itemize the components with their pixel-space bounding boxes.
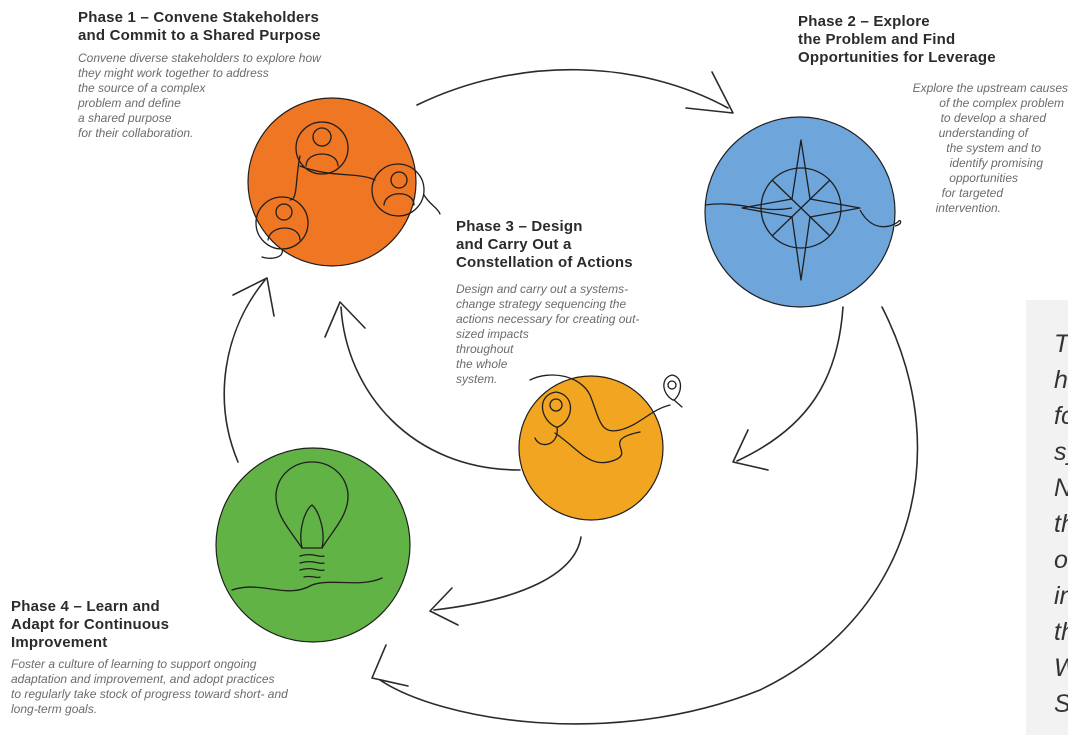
- phase3-desc-line: throughout: [456, 342, 514, 356]
- phase3-title-line: Phase 3 – Design: [456, 218, 583, 235]
- phase3-desc-line: system.: [456, 372, 498, 386]
- phase4-desc-line: adaptation and improvement, and adopt pr…: [11, 672, 275, 686]
- phase3-desc-line: the whole: [456, 357, 508, 371]
- arrow-phase3-to-phase4: [433, 536, 582, 611]
- phase3-desc-line: Design and carry out a systems-: [456, 282, 629, 296]
- phase4-title-line: Phase 4 – Learn and: [11, 598, 160, 615]
- phase2-desc-line: the system and to: [946, 141, 1041, 155]
- side-panel-line: fc: [1054, 402, 1068, 430]
- phase1-desc-line: Convene diverse stakeholders to explore …: [78, 51, 321, 65]
- side-panel-line: T: [1054, 330, 1068, 358]
- arrow-phase1-to-phase2: [416, 68, 729, 109]
- phase3-desc-line: change strategy sequencing the: [456, 297, 627, 311]
- phase1-title-line: Phase 1 – Convene Stakeholders: [78, 9, 320, 26]
- phase2-title-line: Phase 2 – Explore: [798, 13, 930, 30]
- phase4-title: Phase 4 – Learn and Adapt for Continuous…: [11, 598, 169, 652]
- phase2-title: Phase 2 – Explore the Problem and Find O…: [798, 13, 996, 67]
- phase4-desc-line: to regularly take stock of progress towa…: [11, 687, 288, 701]
- arrowhead-phase1-to-phase2: [685, 71, 734, 114]
- phase2-desc-line: of the complex problem: [939, 96, 1064, 110]
- phase4-desc-line: long-term goals.: [11, 702, 98, 716]
- arrowhead-phase3-to-phase4: [429, 587, 459, 626]
- phase1-desc-line: problem and define: [78, 96, 181, 110]
- phase1-title: Phase 1 – Convene Stakeholders and Commi…: [78, 9, 321, 45]
- phase3-title-line: Constellation of Actions: [456, 254, 633, 271]
- phase2-desc-line: Explore the upstream causes: [912, 81, 1068, 95]
- phase4-title-line: Adapt for Continuous: [11, 616, 170, 633]
- phase3-description: Design and carry out a systems- change s…: [456, 282, 639, 387]
- side-panel-line: th: [1054, 618, 1068, 646]
- arrow-phase4-to-phase1: [223, 279, 266, 463]
- phase3-desc-line: sized impacts: [456, 327, 529, 341]
- people-network-icon: [255, 121, 441, 259]
- phase1-description: Convene diverse stakeholders to explore …: [78, 51, 321, 141]
- side-panel-line: W: [1026, 650, 1068, 686]
- side-panel-line: o: [1054, 546, 1068, 574]
- phase3-title-line: and Carry Out a: [456, 236, 572, 253]
- side-panel-line: in: [1054, 582, 1068, 610]
- side-quote-panel: T h fc sy N th o in th W S: [1026, 300, 1068, 735]
- arrowhead-phase2-to-phase4-outer: [371, 644, 409, 687]
- phase2-description: Explore the upstream causes of the compl…: [838, 81, 1068, 216]
- arrowhead-phase4-to-phase1: [232, 277, 275, 317]
- phase3-circle: [518, 375, 664, 521]
- phase4-circle: [215, 447, 411, 643]
- side-panel-line: th: [1054, 510, 1068, 538]
- phase2-desc-line: intervention.: [935, 201, 1001, 215]
- phase1-desc-line: they might work together to address: [78, 66, 269, 80]
- phase1-desc-line: for their collaboration.: [78, 126, 194, 140]
- arrow-phase2-to-phase4-outer: [379, 306, 919, 725]
- phase1-desc-line: the source of a complex: [78, 81, 206, 95]
- phase3-title: Phase 3 – Design and Carry Out a Constel…: [456, 218, 633, 272]
- phase2-desc-line: for targeted: [941, 186, 1003, 200]
- phase2-desc-line: opportunities: [949, 171, 1018, 185]
- phase4-description: Foster a culture of learning to support …: [11, 657, 288, 717]
- phase1-title-line: and Commit to a Shared Purpose: [78, 27, 321, 44]
- phase3-desc-line: actions necessary for creating out-: [456, 312, 640, 326]
- phase1-desc-line: a shared purpose: [78, 111, 172, 125]
- arrowhead-phase3-to-phase1: [324, 301, 366, 338]
- side-panel-line: sy: [1054, 438, 1068, 466]
- lightbulb-icon: [231, 461, 383, 592]
- phase1-circle: [247, 97, 417, 267]
- phase2-title-line: Opportunities for Leverage: [798, 49, 996, 66]
- phase2-title-line: the Problem and Find: [798, 31, 956, 48]
- side-panel-line: h: [1054, 366, 1068, 394]
- arrowhead-phase2-to-phase3: [732, 429, 769, 471]
- arrow-phase2-to-phase3: [736, 306, 844, 462]
- phase2-desc-line: understanding of: [938, 126, 1028, 140]
- phase2-circle: [704, 116, 896, 308]
- phase4-title-line: Improvement: [11, 634, 108, 651]
- arrow-phase3-to-phase1: [340, 306, 521, 471]
- compass-star-icon: [704, 139, 902, 281]
- phase2-desc-line: identify promising: [949, 156, 1043, 170]
- side-panel-line: N: [1026, 470, 1068, 506]
- map-pin-path-icon: [529, 374, 683, 464]
- phase4-desc-line: Foster a culture of learning to support …: [11, 657, 257, 671]
- side-panel-line: S: [1026, 686, 1068, 722]
- phase2-desc-line: to develop a shared: [940, 111, 1046, 125]
